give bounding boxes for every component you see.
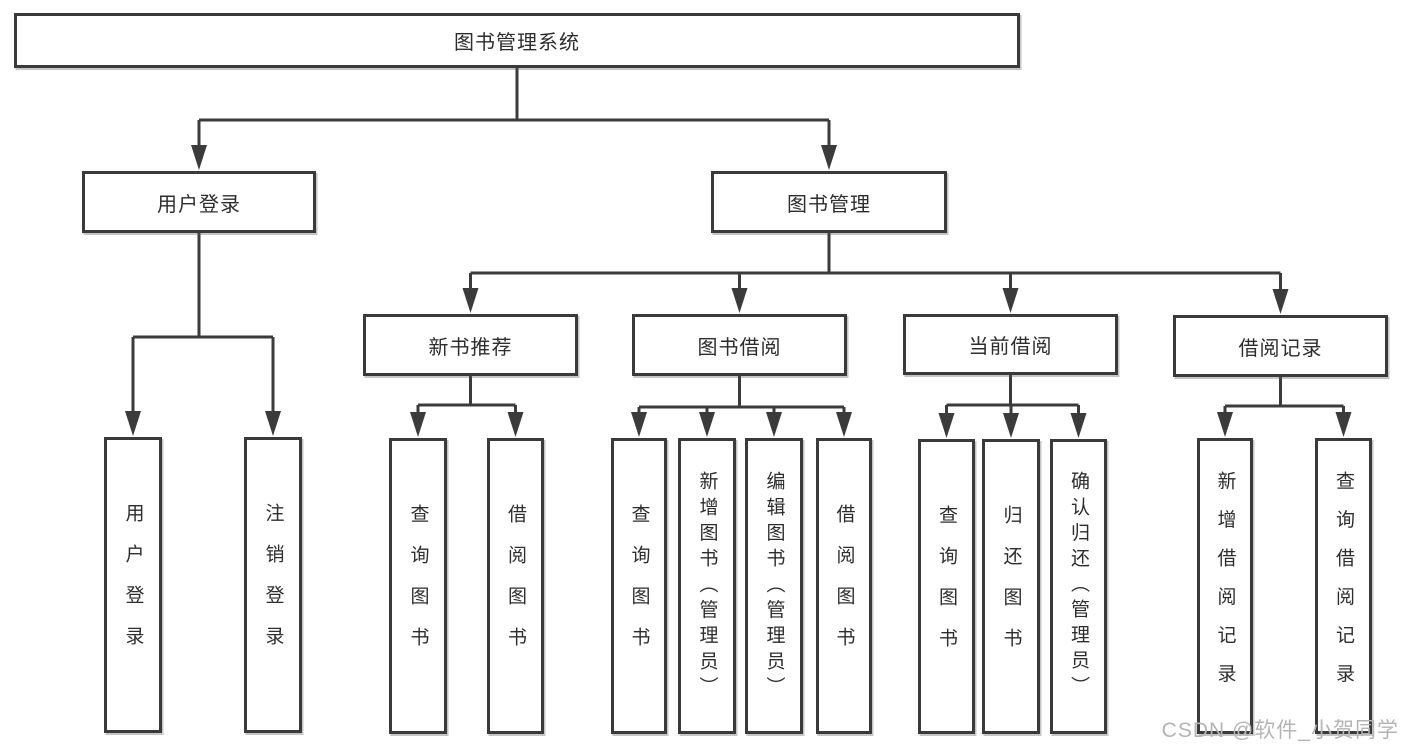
node-current-borrow: 当前借阅 <box>903 314 1118 375</box>
node-label: 借阅图书 <box>833 504 855 668</box>
node-label: 借阅记录 <box>1238 337 1323 360</box>
node-leaf-cb-return: 归还图书 <box>982 439 1040 734</box>
node-label: 用户登录 <box>122 503 144 667</box>
node-leaf-bb-borrow: 借阅图书 <box>816 438 872 734</box>
node-leaf-nb-query: 查询图书 <box>389 438 447 734</box>
node-label: 图书管理 <box>787 193 871 216</box>
node-label: 当前借阅 <box>968 336 1053 358</box>
node-label: 新增借阅记录 <box>1214 470 1236 702</box>
node-label: 查询图书 <box>628 504 650 668</box>
node-leaf-br-add: 新增借阅记录 <box>1197 438 1253 734</box>
node-label: 查询图书 <box>407 504 429 668</box>
node-leaf-login: 用户登录 <box>104 437 162 733</box>
node-leaf-logout: 注销登录 <box>244 437 302 733</box>
node-leaf-bb-edit: 编辑图书（管理员） <box>745 438 803 734</box>
node-label: 查询借阅记录 <box>1333 470 1354 702</box>
node-label: 查询图书 <box>936 504 957 669</box>
node-book-borrow: 图书借阅 <box>632 314 847 376</box>
node-new-book-rec: 新书推荐 <box>363 314 578 376</box>
node-leaf-bb-add: 新增图书（管理员） <box>678 438 736 734</box>
node-leaf-bb-query: 查询图书 <box>611 438 667 734</box>
node-label: 图书管理系统 <box>454 32 580 54</box>
node-label: 归还图书 <box>1000 504 1022 669</box>
watermark: CSDN @软件_小贺同学 <box>1161 719 1399 742</box>
node-label: 新书推荐 <box>428 336 513 359</box>
node-leaf-nb-borrow: 借阅图书 <box>487 438 544 734</box>
node-label: 图书借阅 <box>697 336 782 359</box>
node-leaf-cb-query: 查询图书 <box>918 439 975 734</box>
node-book-mgmt: 图书管理 <box>711 171 947 233</box>
node-label: 编辑图书（管理员） <box>763 470 785 702</box>
node-label: 借阅图书 <box>505 504 526 668</box>
node-root: 图书管理系统 <box>14 13 1020 68</box>
node-label: 用户登录 <box>157 193 241 216</box>
node-leaf-br-query: 查询借阅记录 <box>1315 438 1372 734</box>
node-label: 注销登录 <box>262 503 284 667</box>
node-user-login: 用户登录 <box>82 171 316 233</box>
node-label: 新增图书（管理员） <box>696 470 718 702</box>
node-borrow-record: 借阅记录 <box>1173 315 1388 377</box>
node-label: 确认归还（管理员） <box>1068 471 1089 702</box>
node-leaf-cb-confirm: 确认归还（管理员） <box>1050 439 1107 734</box>
